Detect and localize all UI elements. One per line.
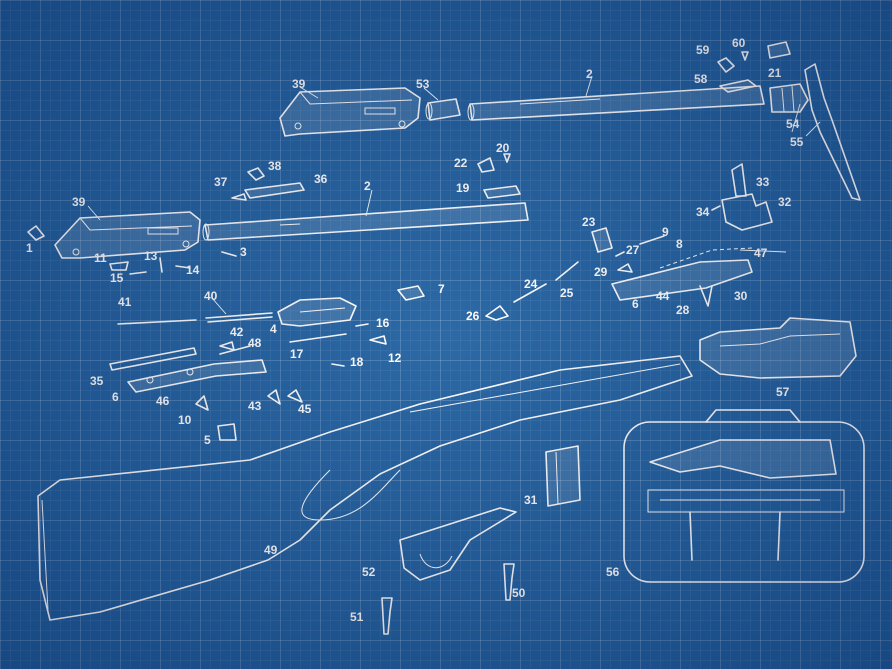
label-32: 32 — [778, 195, 792, 209]
barrel-lower — [202, 202, 529, 241]
label-7: 7 — [438, 282, 445, 296]
label-39: 39 — [72, 195, 86, 209]
label-3: 3 — [240, 245, 247, 259]
label-18: 18 — [350, 355, 364, 369]
label-31: 31 — [524, 493, 538, 507]
barrel-upper — [467, 85, 765, 121]
trigger-housing-left — [109, 341, 303, 441]
label-42: 42 — [230, 325, 244, 339]
front-sight-55 — [804, 63, 861, 201]
label-20: 20 — [496, 141, 510, 155]
screws-50-51 — [381, 563, 515, 635]
muzzle-cap-54 — [769, 83, 809, 113]
action-rods — [117, 312, 273, 325]
label-12: 12 — [388, 351, 402, 365]
label-28: 28 — [676, 303, 690, 317]
bag-56 — [623, 409, 865, 583]
label-52: 52 — [362, 565, 376, 579]
label-54: 54 — [786, 117, 800, 131]
label-11: 11 — [94, 251, 107, 265]
label-19: 19 — [456, 181, 470, 195]
trigger-group-right — [591, 163, 773, 307]
label-10: 10 — [178, 413, 192, 427]
label-33: 33 — [756, 175, 770, 189]
label-6: 6 — [112, 390, 119, 404]
label-4: 4 — [270, 322, 277, 336]
bolt-small-parts — [289, 261, 579, 367]
leader-lines — [87, 75, 821, 315]
label-29: 29 — [594, 265, 608, 279]
label-48: 48 — [248, 336, 262, 350]
label-37: 37 — [214, 175, 228, 189]
label-45: 45 — [298, 402, 312, 416]
receiver-cover-upper — [279, 87, 421, 137]
barrel-sleeve-53 — [425, 98, 461, 121]
label-44: 44 — [656, 289, 670, 303]
label-51: 51 — [350, 610, 364, 624]
label-24: 24 — [524, 277, 538, 291]
label-26: 26 — [466, 309, 480, 323]
label-59: 59 — [696, 43, 710, 57]
label-6: 6 — [632, 297, 639, 311]
label-34: 34 — [696, 205, 710, 219]
label-27: 27 — [626, 243, 640, 257]
label-43: 43 — [248, 399, 262, 413]
label-46: 46 — [156, 394, 170, 408]
label-40: 40 — [204, 289, 218, 303]
label-55: 55 — [790, 135, 804, 149]
magazine-31 — [545, 445, 581, 507]
label-36: 36 — [314, 172, 328, 186]
label-13: 13 — [144, 249, 158, 263]
label-14: 14 — [186, 263, 200, 277]
stock-49 — [37, 355, 693, 621]
receiver-cover-lower — [54, 211, 201, 259]
callout-labels: 1 2 2 3 4 5 6 6 7 8 9 10 11 12 13 14 15 … — [26, 36, 804, 624]
label-16: 16 — [376, 316, 390, 330]
label-9: 9 — [662, 225, 669, 239]
small-parts-row2 — [27, 153, 521, 275]
label-57: 57 — [776, 385, 790, 399]
label-2: 2 — [364, 179, 371, 193]
trigger-guard-52 — [399, 507, 517, 581]
label-49: 49 — [264, 543, 278, 557]
sight-parts-58-60-21 — [717, 41, 791, 93]
label-38: 38 — [268, 159, 282, 173]
label-60: 60 — [732, 36, 746, 50]
label-58: 58 — [694, 72, 708, 86]
label-15: 15 — [110, 271, 124, 285]
label-1: 1 — [26, 241, 33, 255]
label-53: 53 — [416, 77, 430, 91]
label-47: 47 — [754, 246, 768, 260]
label-56: 56 — [606, 565, 620, 579]
label-23: 23 — [582, 215, 596, 229]
label-22: 22 — [454, 156, 468, 170]
label-25: 25 — [560, 286, 574, 300]
label-5: 5 — [204, 433, 211, 447]
carry-case-57 — [699, 317, 857, 379]
label-21: 21 — [768, 66, 782, 80]
label-30: 30 — [734, 289, 748, 303]
label-2: 2 — [586, 67, 593, 81]
label-8: 8 — [676, 237, 683, 251]
label-50: 50 — [512, 586, 526, 600]
bolt-4 — [277, 297, 357, 327]
label-17: 17 — [290, 347, 304, 361]
label-39: 39 — [292, 77, 306, 91]
label-41: 41 — [118, 295, 132, 309]
label-35: 35 — [90, 374, 104, 388]
